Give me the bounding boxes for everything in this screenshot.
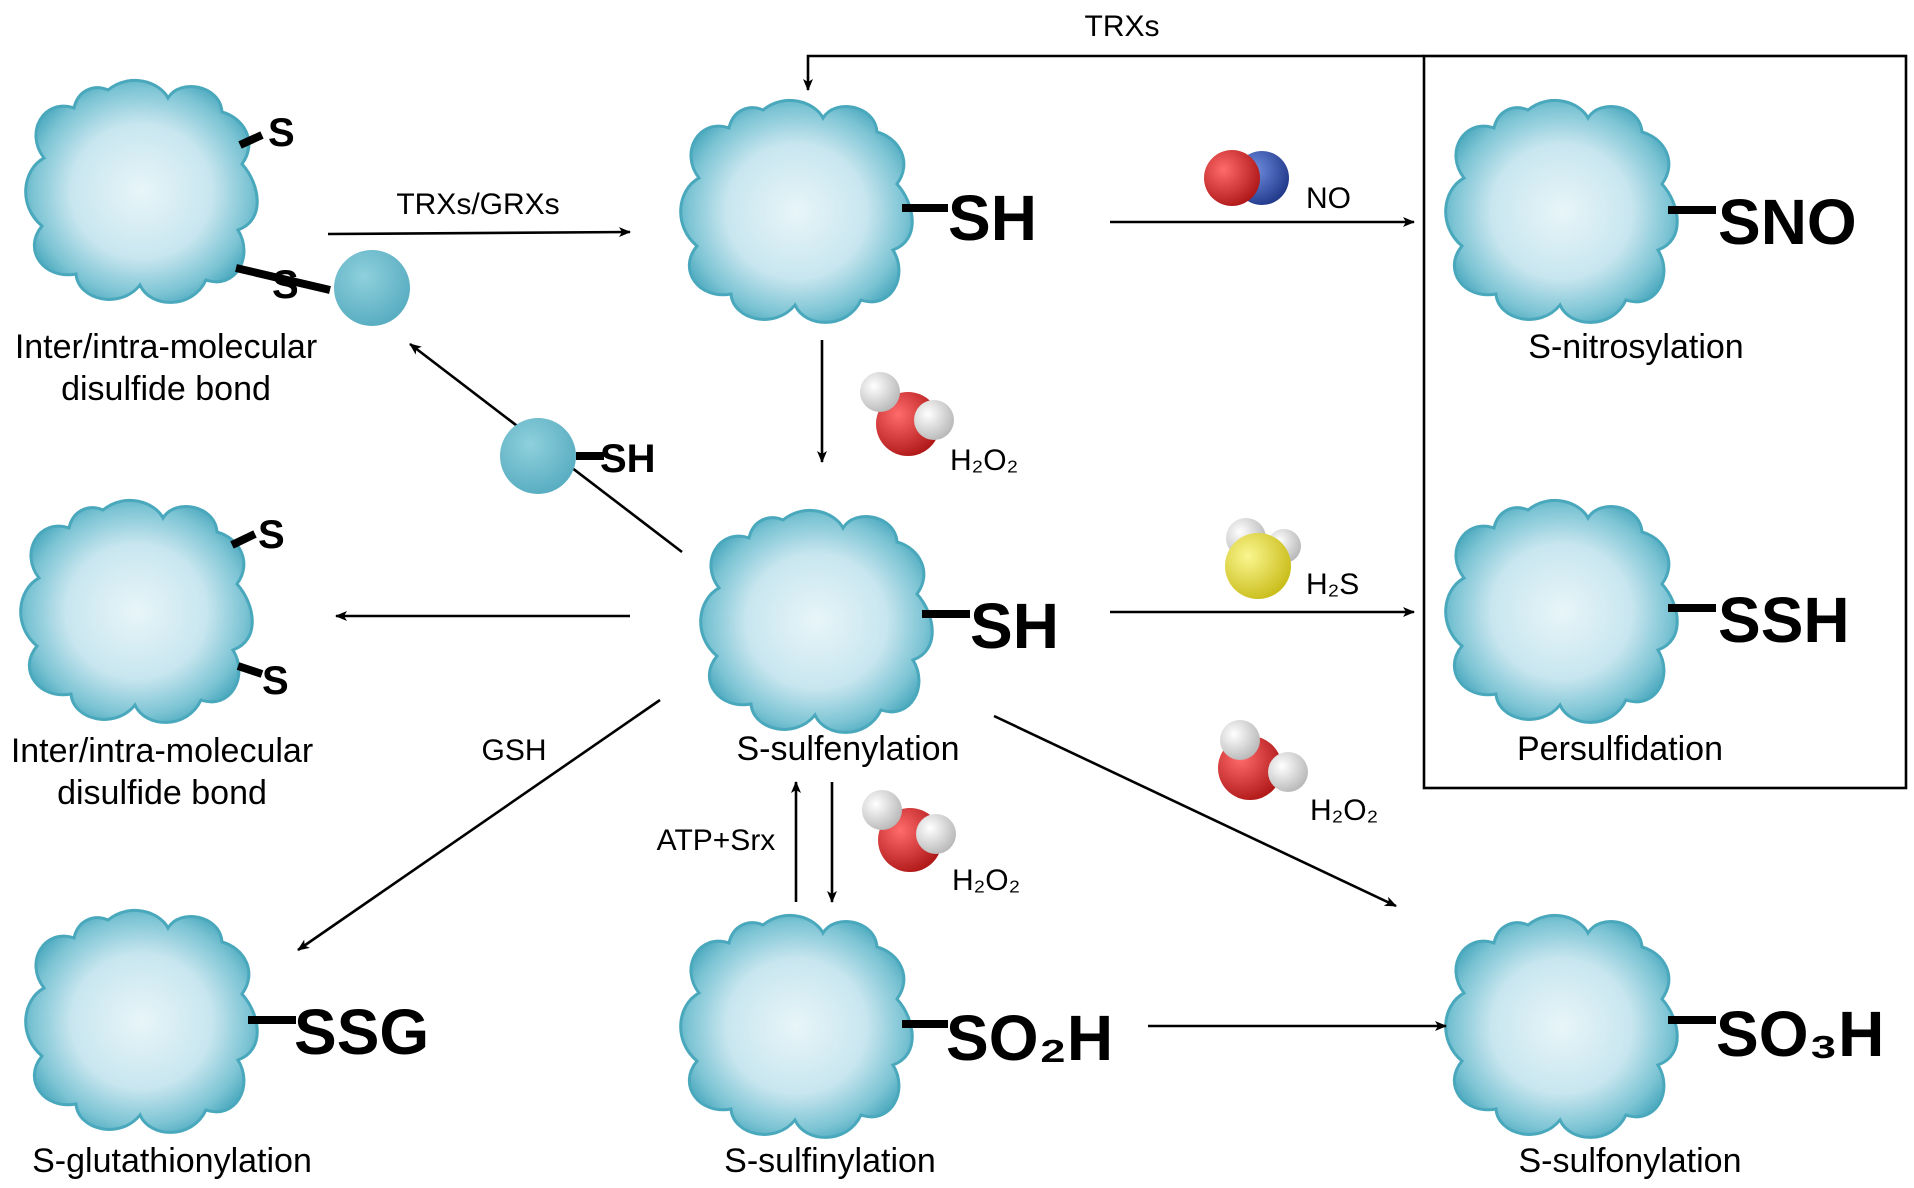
group-sh-small: SH (600, 437, 656, 481)
h2o2-molecule-icon (860, 372, 954, 456)
group-sh-mid: SH (970, 590, 1059, 662)
h2o2-molecule-icon (862, 790, 956, 872)
group-s: S (268, 111, 295, 155)
group-so3h: SO₃H (1716, 998, 1884, 1070)
group-s: S (272, 263, 299, 307)
protein-disulfide-mid (19, 498, 254, 724)
arrow-trxs (803, 54, 1424, 91)
arrow-to-ssg (297, 698, 661, 952)
protein-ssh (1444, 498, 1679, 724)
bond (235, 264, 331, 294)
bond (230, 530, 257, 549)
protein-disulfide-top (24, 78, 259, 304)
arrow-to-sulfonylation (993, 714, 1397, 908)
small-protein-ball (500, 418, 576, 494)
reagent-atp-srx: ATP+Srx (657, 824, 776, 857)
protein-so2h (679, 913, 914, 1139)
label-disulfide-mid-line1: Inter/intra-molecular (11, 732, 313, 770)
reagent-h2o2-top: H₂O₂ (950, 444, 1018, 477)
label-disulfide-top-line2: disulfide bond (61, 370, 271, 408)
group-sh-top: SH (948, 182, 1037, 254)
h2s-molecule-icon (1225, 518, 1301, 599)
protein-ssg (24, 908, 259, 1134)
reagent-h2s: H₂S (1306, 568, 1359, 601)
group-ssh: SSH (1718, 584, 1850, 656)
reagent-trxs: TRXs (1085, 10, 1160, 43)
reagent-no: NO (1306, 182, 1351, 215)
group-s: S (258, 513, 285, 557)
group-ssg: SSG (294, 996, 429, 1068)
protein-sno (1444, 98, 1679, 324)
bond (236, 662, 264, 678)
reagent-h2o2-right: H₂O₂ (1310, 794, 1378, 827)
protein-sulfenylation (699, 508, 934, 734)
label-s-glutathionylation: S-glutathionylation (32, 1142, 312, 1180)
reagent-h2o2-mid: H₂O₂ (952, 864, 1020, 897)
label-s-sulfonylation: S-sulfonylation (1518, 1142, 1741, 1180)
bond (238, 131, 264, 149)
label-disulfide-mid-line2: disulfide bond (57, 774, 267, 812)
protein-thiol-top (679, 98, 914, 324)
label-persulfidation: Persulfidation (1517, 730, 1723, 768)
label-disulfide-top-line1: Inter/intra-molecular (15, 328, 317, 366)
group-sno: SNO (1718, 186, 1857, 258)
label-s-nitrosylation: S-nitrosylation (1528, 328, 1743, 366)
protein-so3h (1444, 913, 1679, 1139)
group-s: S (262, 659, 289, 703)
group-so2h: SO₂H (946, 1002, 1113, 1074)
no-molecule-icon (1204, 150, 1289, 206)
reagent-trxs-grxs: TRXs/GRXs (396, 188, 559, 221)
arrow-trxs-grxs (327, 227, 631, 238)
small-protein-ball (334, 250, 410, 326)
nitrosylation-persulfidation-box (1422, 54, 1908, 790)
reagent-gsh: GSH (481, 734, 546, 767)
label-s-sulfenylation: S-sulfenylation (736, 730, 959, 768)
h2o2-molecule-icon (1218, 720, 1308, 800)
label-s-sulfinylation: S-sulfinylation (724, 1142, 936, 1180)
